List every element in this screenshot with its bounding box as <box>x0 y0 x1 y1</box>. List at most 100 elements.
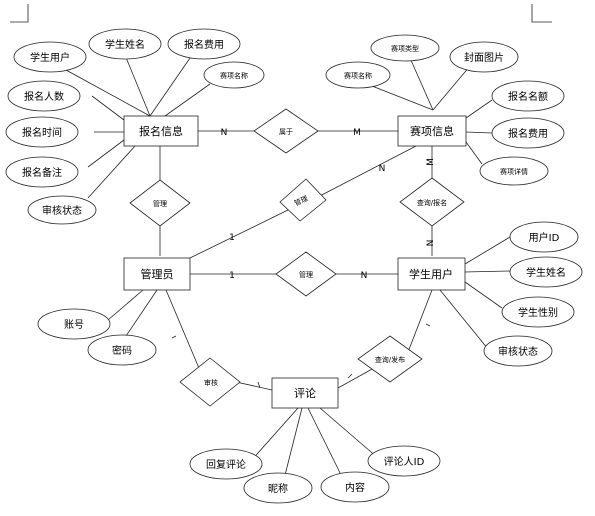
edge-student-review <box>439 289 489 350</box>
svg-text:报名费用: 报名费用 <box>508 127 548 140</box>
relationship-manage-event: 管理 <box>279 178 327 222</box>
relationship-review: 审核 <box>179 357 241 407</box>
edge-signup-review <box>87 145 136 199</box>
svg-text:评论: 评论 <box>294 386 316 400</box>
edge-event-fee <box>465 131 493 134</box>
card-admin-manage-student: 1 <box>229 271 235 281</box>
edge-student-id <box>464 236 511 265</box>
svg-text:报名名额: 报名名额 <box>508 90 548 103</box>
svg-text:用户ID: 用户ID <box>529 231 560 244</box>
attr-student-name: 学生姓名 <box>509 256 583 288</box>
svg-text:封面图片: 封面图片 <box>464 51 504 64</box>
svg-text:赛项名称: 赛项名称 <box>220 71 248 80</box>
attr-signup-event-name: 赛项名称 <box>203 61 265 89</box>
attr-event-quota: 报名名额 <box>491 80 565 112</box>
attr-comment-nickname: 昵称 <box>243 472 313 504</box>
card-event-query: M <box>426 158 436 166</box>
svg-text:账号: 账号 <box>64 319 84 331</box>
card-student-query: N <box>426 240 436 247</box>
entity-admin: 管理员 <box>123 257 191 291</box>
entity-student-user: 学生用户 <box>397 257 466 291</box>
attr-comment-content: 内容 <box>320 471 390 503</box>
entity-event-info: 赛项信息 <box>397 115 467 147</box>
edge-comment-user-id <box>319 407 379 459</box>
svg-text:学生用户: 学生用户 <box>30 51 70 64</box>
svg-text:报名信息: 报名信息 <box>139 124 183 138</box>
svg-text:赛项信息: 赛项信息 <box>410 124 454 138</box>
attr-signup-student-user: 学生用户 <box>13 41 87 73</box>
attr-event-type: 赛项类型 <box>370 34 440 62</box>
attr-event-cover: 封面图片 <box>449 41 519 73</box>
svg-text:审核状态: 审核状态 <box>42 204 82 217</box>
svg-text:管理: 管理 <box>299 270 313 279</box>
relationship-query-publish: 查询/发布 <box>357 335 423 383</box>
svg-text:回复评论: 回复评论 <box>206 458 246 471</box>
attr-comment-user-id: 评论人ID <box>367 445 441 477</box>
attr-signup-fee: 报名费用 <box>167 28 241 60</box>
edge-event-cover <box>432 65 471 111</box>
card-event-manage: N <box>379 164 386 174</box>
edge-admin-account <box>107 289 144 321</box>
svg-text:密码: 密码 <box>112 344 132 357</box>
svg-text:审核状态: 审核状态 <box>498 345 538 358</box>
edge-signup-student-name <box>124 54 151 117</box>
svg-text:查询/报名: 查询/报名 <box>417 198 447 207</box>
svg-text:赛项类型: 赛项类型 <box>391 44 419 53</box>
edge-signup-fee <box>149 57 191 117</box>
svg-text:查询/发布: 查询/发布 <box>375 355 405 364</box>
attr-admin-password: 密码 <box>87 334 157 366</box>
attr-signup-note: 报名备注 <box>5 156 79 188</box>
edge-student-name <box>464 270 511 273</box>
edge-comment-content <box>307 407 347 486</box>
edge-event-type <box>409 57 434 111</box>
entity-comment: 评论 <box>271 377 339 409</box>
relationship-query-signup: 查询/报名 <box>399 177 465 227</box>
edge-query-publish-comment <box>337 367 375 389</box>
attr-event-name: 赛项名称 <box>325 61 391 89</box>
svg-text:报名时间: 报名时间 <box>22 126 62 139</box>
attr-student-gender: 学生性别 <box>501 296 575 328</box>
card-student-manage: N <box>361 271 368 281</box>
svg-text:评论人ID: 评论人ID <box>384 455 425 468</box>
edge-manage-event <box>315 145 417 199</box>
edge-event-detail <box>465 141 483 165</box>
attr-student-id: 用户ID <box>509 221 579 253</box>
svg-text:昵称: 昵称 <box>268 482 288 495</box>
edge-signup-event-name <box>164 83 211 117</box>
svg-text:报名费用: 报名费用 <box>184 38 224 51</box>
svg-text:学生姓名: 学生姓名 <box>105 38 145 51</box>
edge-student-query-publish <box>407 289 433 353</box>
svg-text:赛项名称: 赛项名称 <box>344 71 372 80</box>
edge-signup-count <box>91 95 125 121</box>
svg-text:管理: 管理 <box>153 199 167 208</box>
edge-signup-note <box>87 139 125 168</box>
card-admin-manage-event: 1 <box>229 233 235 243</box>
svg-text:赛项详情: 赛项详情 <box>500 167 528 176</box>
svg-text:报名人数: 报名人数 <box>24 90 64 103</box>
svg-text:属于: 属于 <box>279 128 293 136</box>
svg-text:学生用户: 学生用户 <box>409 267 453 281</box>
attr-admin-account: 账号 <box>37 308 111 340</box>
relationship-manage-signup: 管理 <box>129 179 191 227</box>
attr-event-fee: 报名费用 <box>491 117 565 149</box>
edge-student-gender <box>464 281 503 309</box>
edge-admin-password <box>121 289 158 343</box>
attr-event-detail: 赛项详情 <box>479 156 549 186</box>
attr-student-review: 审核状态 <box>483 335 553 367</box>
edge-event-name <box>371 85 434 111</box>
card-belongs-signup: N <box>221 128 228 138</box>
edge-admin-review <box>165 289 205 381</box>
attr-comment-reply: 回复评论 <box>189 448 263 480</box>
edge-signup-student-user <box>65 69 151 117</box>
edge-comment-reply <box>249 407 299 463</box>
entity-signup-info: 报名信息 <box>123 115 199 147</box>
card-belongs-event: M <box>353 128 361 138</box>
svg-text:审核: 审核 <box>204 378 218 387</box>
edge-admin-manage-event <box>189 209 289 259</box>
attr-signup-time: 报名时间 <box>5 116 79 148</box>
svg-text:学生姓名: 学生姓名 <box>526 266 566 279</box>
relationship-belongs: 属于 <box>253 108 319 154</box>
relationship-manage-student: 管理 <box>275 251 337 297</box>
svg-text:管理员: 管理员 <box>141 267 174 281</box>
attr-signup-review: 审核状态 <box>27 195 97 225</box>
